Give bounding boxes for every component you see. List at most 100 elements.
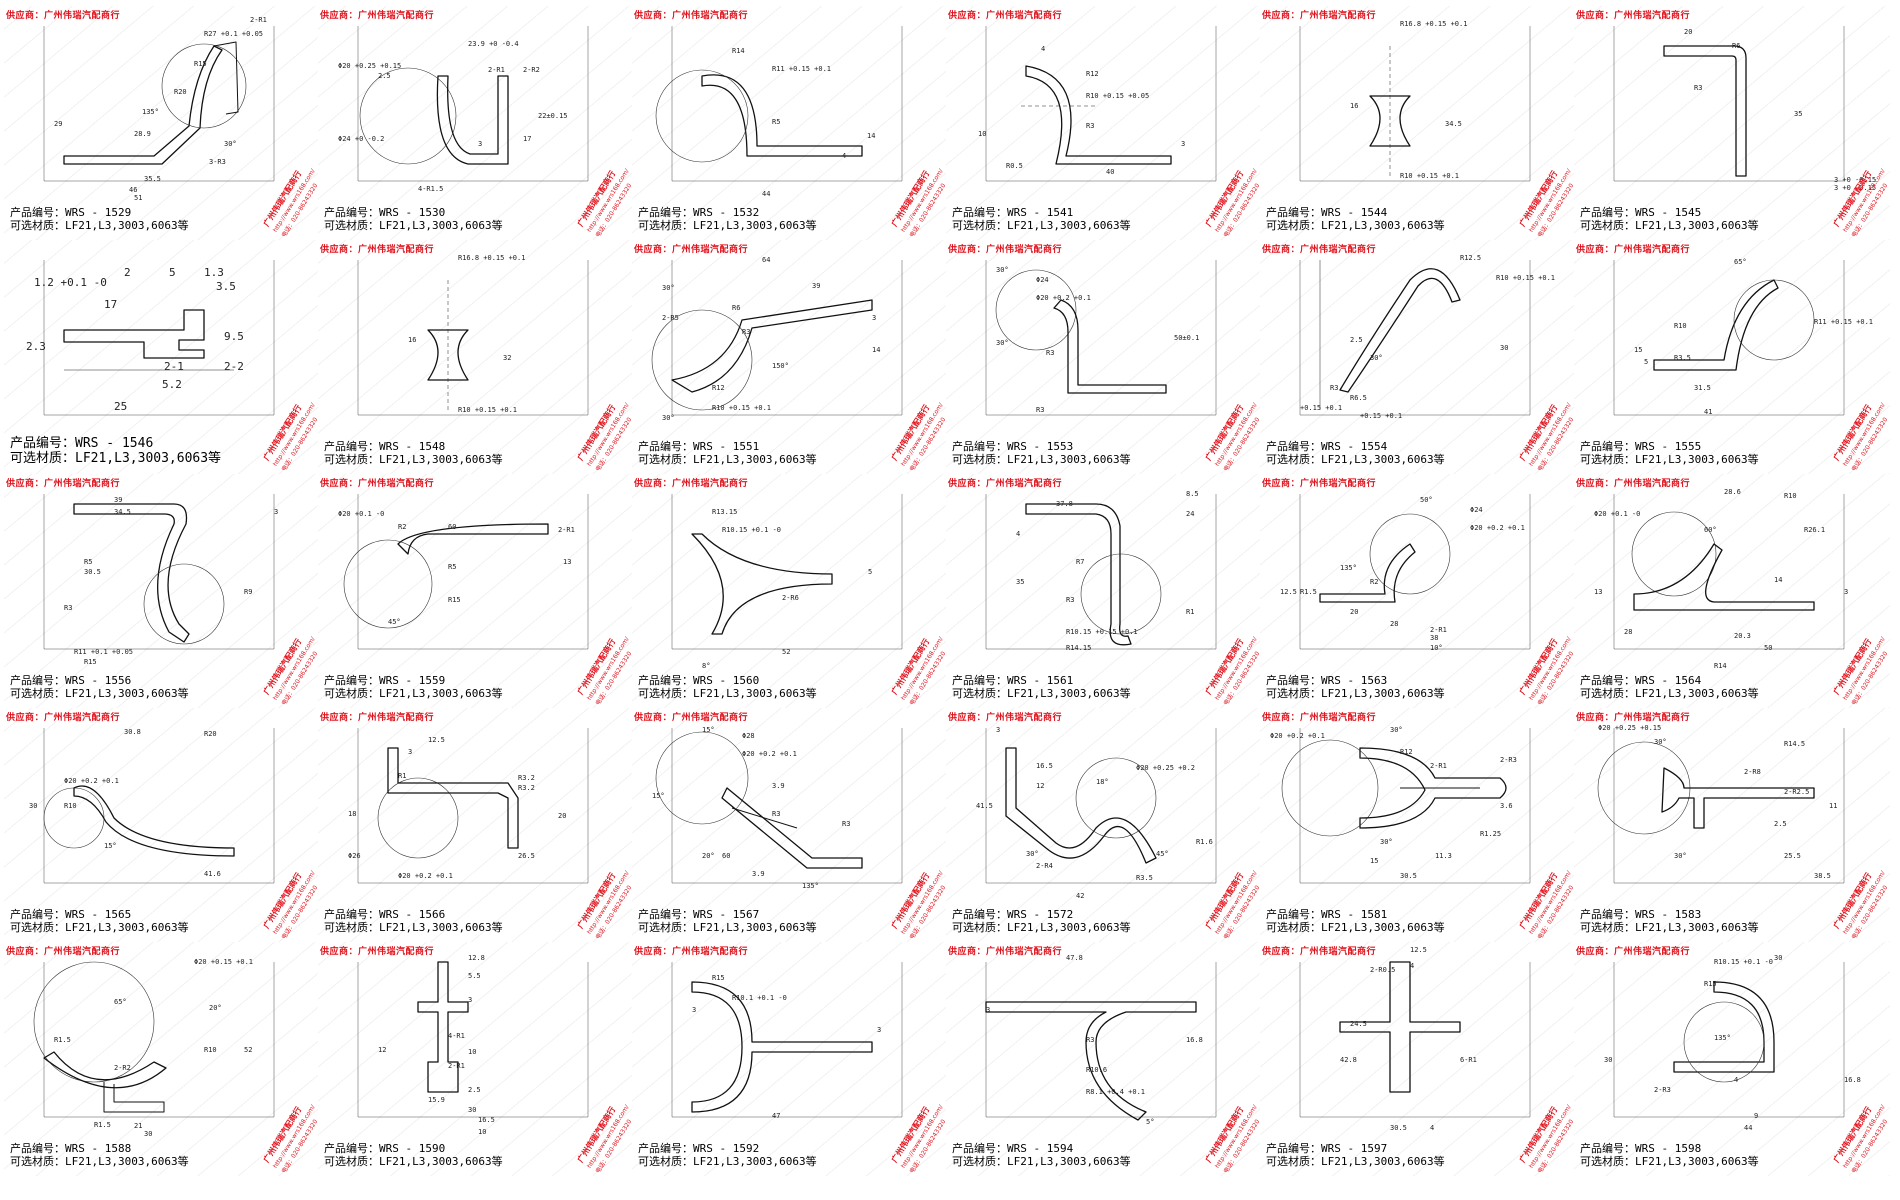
supplier-label: 供应商：广州伟瑞汽配商行 — [6, 11, 121, 21]
dimension-label: 8° — [702, 662, 710, 670]
supplier-label: 供应商：广州伟瑞汽配商行 — [634, 713, 749, 723]
supplier-label: 供应商：广州伟瑞汽配商行 — [320, 947, 435, 957]
dimension-label: 60° — [1704, 526, 1717, 534]
dimension-label: R10 +0.15 +0.1 — [458, 406, 517, 414]
dimension-label: 30° — [224, 140, 237, 148]
dimension-label: R6 — [732, 304, 740, 312]
dimension-label: R12.5 — [1460, 254, 1481, 262]
dimension-label: R1 — [398, 772, 406, 780]
dimension-label: 9.5 — [224, 330, 244, 343]
dimension-label: 150° — [772, 362, 789, 370]
dimension-label: 3 — [1844, 588, 1848, 596]
supplier-label: 供应商：广州伟瑞汽配商行 — [320, 245, 435, 255]
dimension-label: R12 — [1400, 748, 1413, 756]
dimension-label: 30.5 — [1390, 1124, 1407, 1132]
dimension-label: R11 +0.15 +0.1 — [1814, 318, 1873, 326]
dimension-label: 60 — [722, 852, 730, 860]
dimension-label: 3 — [478, 140, 482, 148]
dimension-label: 2-R5 — [662, 314, 679, 322]
dimension-label: 10 — [468, 1048, 476, 1056]
product-code: 产品编号：WRS - 1566 — [324, 908, 446, 921]
dimension-label: R3 — [1066, 596, 1074, 604]
supplier-label: 供应商：广州伟瑞汽配商行 — [320, 479, 435, 489]
dimension-label: 3 — [408, 748, 412, 756]
dimension-label: Φ20 +0.2 +0.1 — [1270, 732, 1325, 740]
dimension-label: R15 — [712, 974, 725, 982]
dimension-label: 30° — [1390, 726, 1403, 734]
dimension-label: 35 — [1794, 110, 1802, 118]
product-material: 可选材质：LF21,L3,3003,6063等 — [10, 1155, 189, 1168]
dimension-label: R14 — [1714, 662, 1727, 670]
dimension-label: 30 — [144, 1130, 152, 1138]
dimension-label: 30 — [1500, 344, 1508, 352]
supplier-label: 供应商：广州伟瑞汽配商行 — [1262, 713, 1377, 723]
dimension-label: 26.5 — [518, 852, 535, 860]
dimension-label: 39 — [114, 496, 122, 504]
dimension-label: 40 — [1106, 168, 1114, 176]
supplier-label: 供应商：广州伟瑞汽配商行 — [948, 713, 1063, 723]
dimension-label: 30° — [1370, 354, 1383, 362]
dimension-label: R15 — [84, 658, 97, 666]
dimension-label: Φ20 +0.1 -0 — [1594, 510, 1640, 518]
dimension-label: R3 — [772, 810, 780, 818]
dimension-label: 12.5 — [428, 736, 445, 744]
dimension-label: 10 — [478, 1128, 486, 1136]
dimension-label: 16.8 — [1844, 1076, 1861, 1084]
dimension-label: R12 — [1086, 70, 1099, 78]
product-material: 可选材质：LF21,L3,3003,6063等 — [952, 687, 1131, 700]
dimension-label: 11.3 — [1435, 852, 1452, 860]
product-material: 可选材质：LF21,L3,3003,6063等 — [638, 453, 817, 466]
dimension-label: 44 — [1744, 1124, 1752, 1132]
product-code: 产品编号：WRS - 1598 — [1580, 1142, 1702, 1155]
dimension-label: 15 — [1370, 857, 1378, 865]
dimension-label: R10 — [1674, 322, 1687, 330]
supplier-label: 供应商：广州伟瑞汽配商行 — [948, 947, 1063, 957]
dimension-label: 30° — [996, 339, 1009, 347]
dimension-label: 16 — [408, 336, 416, 344]
dimension-label: 2-R0.5 — [1370, 966, 1395, 974]
supplier-label: 供应商：广州伟瑞汽配商行 — [6, 713, 121, 723]
dimension-label: Φ28 — [742, 732, 755, 740]
product-material: 可选材质：LF21,L3,3003,6063等 — [1266, 921, 1445, 934]
dimension-label: 18 — [348, 810, 356, 818]
product-code: 产品编号：WRS - 1556 — [10, 674, 132, 687]
dimension-label: 17 — [523, 135, 531, 143]
supplier-label: 供应商：广州伟瑞汽配商行 — [1262, 245, 1377, 255]
dimension-label: 5° — [1146, 1118, 1154, 1126]
dimension-label: R10 +0.15 +0.1 — [1400, 172, 1459, 180]
dimension-label: 12.8 — [468, 954, 485, 962]
dimension-label: +0.15 +0.1 — [1360, 412, 1402, 420]
dimension-label: 16 — [1350, 102, 1358, 110]
dimension-label: 30° — [662, 284, 675, 292]
product-code: 产品编号：WRS - 1554 — [1266, 440, 1388, 453]
dimension-label: R10 +0.15 +0.1 — [1496, 274, 1555, 282]
dimension-label: 3 +0 -0.15 — [1834, 176, 1876, 184]
dimension-label: 20 — [1684, 28, 1692, 36]
dimension-label: 2.5 — [1350, 336, 1363, 344]
product-code: 产品编号：WRS - 1559 — [324, 674, 446, 687]
dimension-label: R3.5 — [1674, 354, 1691, 362]
dimension-label: R1.5 — [94, 1121, 111, 1129]
